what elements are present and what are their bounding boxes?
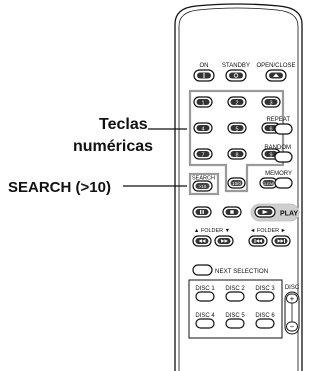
- svg-text:10/0: 10/0: [232, 181, 241, 186]
- next-selection-label: NEXT SELECTION: [215, 268, 268, 275]
- svg-text:CLEAR: CLEAR: [263, 182, 275, 186]
- previous-icon: [254, 239, 262, 243]
- standby-label: STANDBY: [222, 63, 250, 69]
- search-key-highlight-box: [188, 172, 220, 196]
- disc-5-label: DISC 5: [225, 313, 245, 319]
- on-button[interactable]: [193, 69, 215, 82]
- search-key-label: SEARCH: [192, 176, 215, 182]
- svg-text:5: 5: [235, 126, 238, 132]
- random-button[interactable]: [274, 151, 293, 163]
- next-selection-button[interactable]: [192, 264, 213, 276]
- svg-text:2: 2: [235, 100, 238, 106]
- disc-label: DISC: [285, 285, 300, 291]
- svg-text:7: 7: [201, 152, 204, 158]
- disc-3-button[interactable]: [255, 291, 275, 302]
- disc-panel-border: [188, 279, 283, 339]
- rewind-button[interactable]: [192, 235, 212, 247]
- svg-text:4: 4: [201, 126, 204, 132]
- memory-button[interactable]: [274, 177, 293, 189]
- stop-button[interactable]: [222, 206, 242, 218]
- clear-button[interactable]: CLEAR: [259, 177, 278, 189]
- search-button[interactable]: >10: [192, 180, 213, 192]
- repeat-button[interactable]: [274, 123, 293, 135]
- disc-4-button[interactable]: [195, 318, 215, 329]
- next-icon: [277, 239, 285, 243]
- on-label: ON: [200, 63, 209, 69]
- disc-1-label: DISC 1: [195, 286, 215, 292]
- folder-left-right-label: ◄ FOLDER ►: [250, 228, 286, 234]
- svg-text:1: 1: [201, 100, 204, 106]
- teclas-numericas-label-line1: Teclas: [99, 116, 148, 133]
- svg-text:+: +: [290, 295, 295, 304]
- numeric-keys-highlight-box: [188, 89, 285, 193]
- svg-text:6: 6: [269, 126, 272, 132]
- ten-zero-button[interactable]: 10/0: [227, 177, 246, 189]
- eject-icon: [273, 73, 279, 77]
- disc-6-button[interactable]: [255, 318, 275, 329]
- numeric-key-8[interactable]: 8: [227, 148, 247, 160]
- play-icon: [262, 210, 268, 214]
- numeric-key-4[interactable]: 4: [193, 122, 213, 134]
- disc-4-label: DISC 4: [195, 313, 215, 319]
- standby-button[interactable]: [225, 69, 247, 82]
- svg-text:>10: >10: [199, 184, 207, 189]
- disc-2-button[interactable]: [225, 291, 245, 302]
- rewind-icon: [198, 239, 206, 243]
- numeric-key-7[interactable]: 7: [193, 148, 213, 160]
- fast-forward-icon: [221, 239, 228, 243]
- folder-up-down-label: ▲ FOLDER ▼: [194, 228, 230, 234]
- pause-icon: [200, 210, 202, 214]
- disc-plus-button[interactable]: +: [286, 293, 298, 304]
- power-icon: [233, 73, 239, 78]
- disc-buttons: DISC 1 DISC 2 DISC 3 DISC 4 DISC 5 DISC 6: [195, 286, 275, 329]
- numeric-key-1[interactable]: 1: [193, 96, 213, 108]
- svg-text:8: 8: [235, 152, 238, 158]
- search-callout-label: SEARCH (>10): [8, 179, 111, 196]
- pause-button[interactable]: [192, 206, 212, 218]
- play-button[interactable]: [254, 206, 276, 218]
- numeric-key-2[interactable]: 2: [227, 96, 247, 108]
- numeric-keypad: 1 2 3 4 5 6 7 8 9: [193, 96, 281, 160]
- stop-icon: [230, 210, 234, 214]
- numeric-key-3[interactable]: 3: [261, 96, 281, 108]
- previous-track-button[interactable]: [248, 235, 268, 247]
- memory-label: MEMORY: [265, 171, 292, 177]
- random-label: RANDOM: [264, 145, 291, 151]
- open-close-label: OPEN/CLOSE: [256, 63, 295, 69]
- disc-minus-button[interactable]: −: [286, 321, 298, 332]
- svg-text:9: 9: [269, 152, 272, 158]
- disc-3-label: DISC 3: [255, 286, 275, 292]
- next-track-button[interactable]: [271, 235, 291, 247]
- numeric-key-5[interactable]: 5: [227, 122, 247, 134]
- disc-1-button[interactable]: [195, 291, 215, 302]
- svg-text:3: 3: [269, 100, 272, 106]
- play-label: PLAY: [280, 211, 298, 218]
- disc-6-label: DISC 6: [255, 313, 275, 319]
- repeat-label: REPEAT: [266, 117, 290, 123]
- disc-5-button[interactable]: [225, 318, 245, 329]
- open-close-button[interactable]: [265, 69, 287, 82]
- svg-text:−: −: [290, 323, 295, 332]
- disc-2-label: DISC 2: [225, 286, 245, 292]
- teclas-numericas-label-line2: numéricas: [73, 138, 154, 155]
- fast-forward-button[interactable]: [214, 235, 234, 247]
- remote-inner-edge: [178, 7, 299, 371]
